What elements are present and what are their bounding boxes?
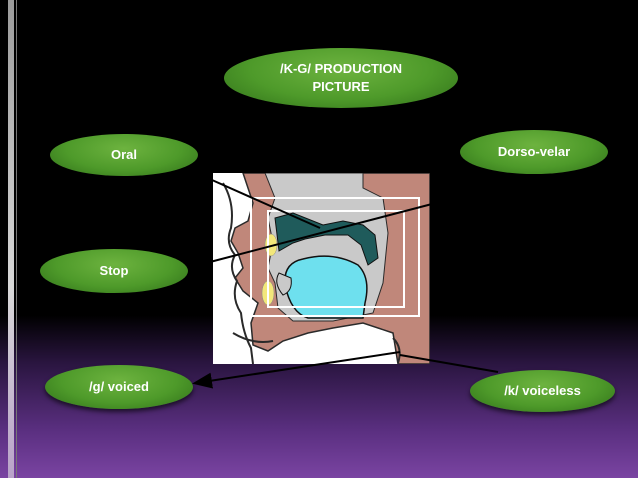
- g-voiced-label: /g/ voiced: [89, 379, 149, 394]
- vocal-tract-diagram: [213, 173, 430, 364]
- dorso-velar-oval: Dorso-velar: [460, 130, 608, 174]
- upper-lip: [264, 233, 278, 257]
- g-voiced-oval: /g/ voiced: [45, 365, 193, 409]
- k-voiceless-oval: /k/ voiceless: [470, 370, 615, 412]
- oral-label: Oral: [110, 147, 137, 162]
- stop-label: Stop: [99, 263, 129, 278]
- stop-oval: Stop: [40, 249, 188, 293]
- jaw-outline: [232, 332, 274, 343]
- slide-border: [8, 0, 17, 478]
- title-line-2: PICTURE: [312, 79, 370, 94]
- title-oval: /K-G/ PRODUCTION PICTURE: [224, 48, 458, 108]
- tongue-tip: [276, 272, 292, 296]
- title-line-1: /K-G/ PRODUCTION: [279, 61, 403, 76]
- dorso-velar-label: Dorso-velar: [497, 144, 571, 159]
- oral-oval: Oral: [50, 134, 198, 176]
- tongue-region: [284, 255, 368, 319]
- k-voiceless-label: /k/ voiceless: [504, 383, 581, 398]
